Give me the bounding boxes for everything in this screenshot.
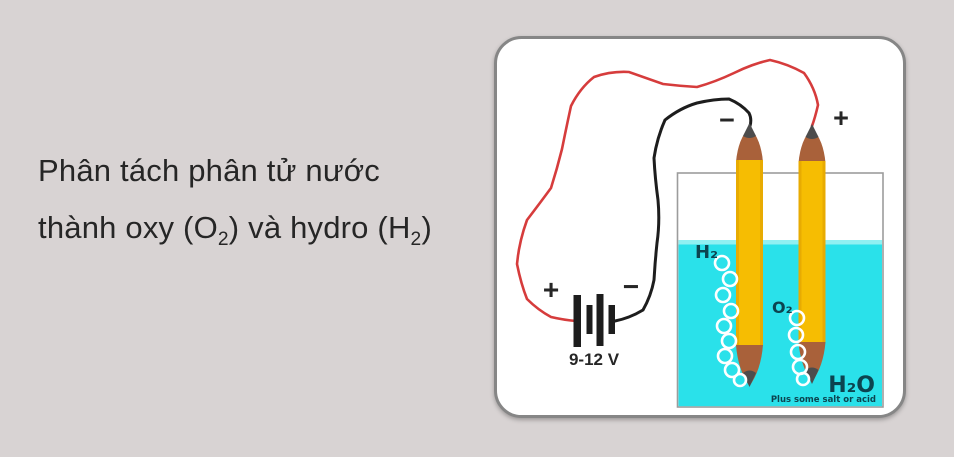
battery-negative-label: −	[623, 271, 639, 302]
battery-icon: + − 9-12 V	[543, 271, 639, 369]
oxygen-subscript: 2	[217, 229, 229, 251]
diagram-panel: + − 9-12 V	[494, 36, 906, 418]
battery-plate-short	[586, 305, 593, 334]
anode-pencil	[798, 124, 826, 384]
cathode-pencil	[736, 123, 763, 387]
cathode-terminal-label: −	[719, 105, 735, 135]
battery-plate-short	[608, 305, 615, 334]
caption: Phân tách phân tử nước thành oxy (O2) và…	[38, 142, 432, 256]
oxygen-bubbles	[787, 309, 811, 387]
caption-text-segment: ) và hydro (H	[228, 210, 411, 245]
bubble	[732, 372, 748, 388]
beaker-outline-icon	[676, 172, 884, 408]
caption-text-segment: )	[421, 210, 432, 245]
pencil-edge-shade	[822, 161, 826, 342]
caption-line-2: thành oxy (O2) và hydro (H2)	[38, 199, 432, 256]
battery-voltage-label: 9-12 V	[569, 350, 620, 369]
positive-wire	[515, 58, 820, 323]
graphite-tip-icon	[805, 124, 819, 139]
bubble	[716, 347, 734, 365]
bubble	[720, 332, 738, 350]
hydrogen-bubbles	[713, 254, 748, 388]
battery-plate-long	[573, 295, 581, 347]
pencil-edge-shade	[760, 160, 763, 346]
bubble	[715, 317, 733, 335]
pencil-edge-shade	[798, 161, 802, 342]
battery-plate-long	[596, 294, 604, 346]
bubble	[795, 371, 811, 387]
pencil-top-cone	[736, 127, 763, 162]
pencil-top-cone	[798, 128, 826, 163]
bubble	[723, 361, 741, 379]
bubble	[713, 254, 731, 272]
battery-positive-label: +	[543, 274, 559, 305]
graphite-tip-icon	[743, 123, 756, 138]
pencil-body	[736, 160, 763, 346]
graphite-tip-icon	[743, 370, 756, 387]
bubble	[787, 326, 805, 344]
oxygen-label: O₂	[772, 298, 793, 317]
graphite-tip-icon	[805, 367, 819, 384]
bubble	[721, 270, 739, 288]
bubble	[722, 302, 740, 320]
pencil-edge-shade	[736, 160, 739, 346]
hydrogen-label: H₂	[695, 242, 718, 263]
anode-terminal-label: +	[833, 103, 849, 133]
water-label: H₂O	[828, 373, 875, 398]
water	[678, 240, 882, 407]
bubble	[788, 309, 806, 327]
water-fill	[678, 240, 882, 407]
negative-wire	[613, 97, 753, 323]
water-note-label: Plus some salt or acid	[771, 395, 876, 405]
pencil-body	[798, 161, 826, 342]
caption-line-1: Phân tách phân tử nước	[38, 153, 380, 188]
water-surface-line	[678, 240, 882, 245]
caption-text-segment: thành oxy (O	[38, 210, 218, 245]
electrolysis-diagram: + − 9-12 V	[494, 36, 906, 418]
bubble	[714, 286, 732, 304]
pencil-bottom-cone	[736, 345, 763, 386]
hydrogen-subscript: 2	[410, 229, 422, 251]
